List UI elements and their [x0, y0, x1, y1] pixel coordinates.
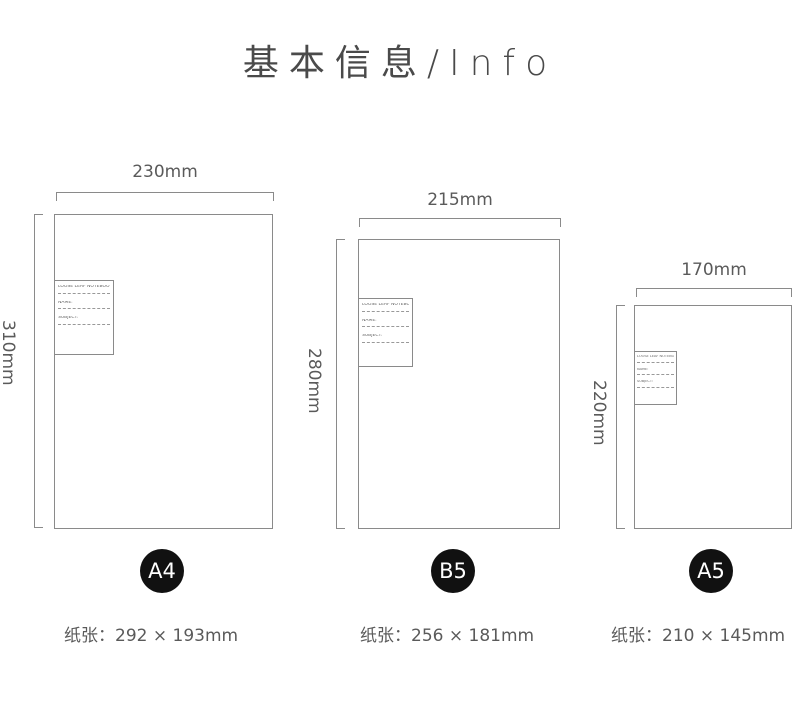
sticker-line: SUBJECT: [362, 334, 409, 343]
paper-size: 292 × 193mm [115, 626, 239, 646]
paper-size-text: 纸张：210 × 145mm [611, 621, 785, 646]
width-bracket [359, 218, 561, 227]
height-label: 220mm [589, 380, 609, 446]
size-badge: A4 [140, 549, 184, 593]
width-bracket [56, 192, 274, 201]
paper-label: 纸张： [64, 626, 115, 646]
label-sticker: LOOSE LEAF NOTEBOOK NAME: SUBJECT: [54, 280, 114, 355]
size-badge: B5 [431, 549, 475, 593]
notebook-cover [54, 214, 273, 529]
label-sticker: LOOSE LEAF NOTEBOOK NAME: SUBJECT: [358, 298, 413, 367]
paper-size: 210 × 145mm [662, 626, 786, 646]
notebook-cover [634, 305, 792, 529]
height-bracket [616, 305, 625, 529]
width-bracket [636, 288, 792, 297]
size-badge: A5 [689, 549, 733, 593]
paper-size-text: 纸张：256 × 181mm [360, 621, 534, 646]
paper-size: 256 × 181mm [411, 626, 535, 646]
sticker-line: SUBJECT: [58, 316, 110, 325]
width-label: 215mm [427, 190, 493, 210]
width-label: 170mm [681, 260, 747, 280]
paper-size-text: 纸张：292 × 193mm [64, 621, 238, 646]
sticker-line: LOOSE LEAF NOTEBOOK [58, 285, 110, 294]
sticker-line: SUBJECT: [637, 380, 674, 388]
height-label: 280mm [304, 348, 324, 414]
paper-label: 纸张： [611, 626, 662, 646]
page-title: 基本信息/Info [242, 43, 558, 84]
label-sticker: LOOSE LEAF NOTEBOOK NAME: SUBJECT: [634, 351, 677, 405]
sticker-line: NAME: [362, 319, 409, 327]
height-bracket [34, 214, 43, 528]
width-label: 230mm [132, 162, 198, 182]
height-bracket [336, 239, 345, 529]
sticker-line: NAME: [58, 301, 110, 309]
height-label: 310mm [0, 320, 18, 386]
paper-label: 纸张： [360, 626, 411, 646]
notebook-cover [358, 239, 560, 529]
sticker-line: NAME: [637, 368, 674, 375]
sticker-line: LOOSE LEAF NOTEBOOK [637, 355, 674, 363]
sticker-line: LOOSE LEAF NOTEBOOK [362, 303, 409, 312]
